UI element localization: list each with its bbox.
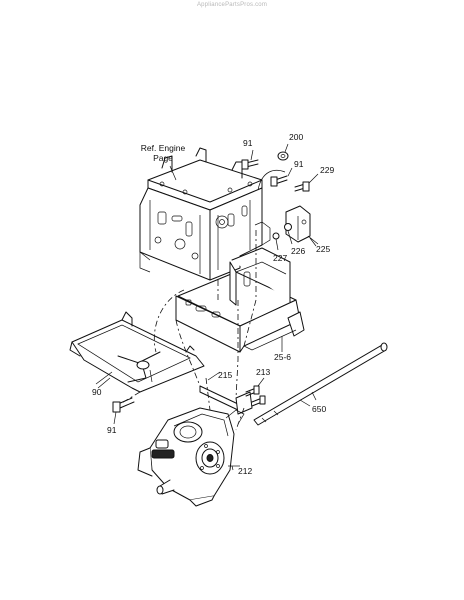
frame-25-6 [175,247,305,353]
bolt-91-upper [241,149,259,170]
label-650: 650 [312,404,327,414]
bolt-213 [245,377,266,407]
label-225: 225 [316,244,331,254]
label-ref-engine: Ref. Engine Page [135,143,191,163]
label-ref-engine-line1: Ref. Engine [140,143,186,153]
watermark: AppliancePartsPros.com [196,2,268,8]
washer-200 [277,143,289,161]
assembly-lines [119,230,257,431]
label-ref-engine-line2: Page [153,153,173,163]
rod-215 [199,371,253,415]
label-215: 215 [218,370,233,380]
nut-226 [284,223,293,245]
label-91-top: 91 [243,138,253,148]
label-200: 200 [289,132,304,142]
label-226: 226 [291,246,306,256]
bolt-229 [294,173,319,192]
nut-227 [272,232,280,251]
shaft-650 [253,342,388,426]
transmission-212 [137,407,245,507]
label-25-6: 25-6 [274,352,292,362]
label-90: 90 [92,387,102,397]
bracket-225 [285,205,319,245]
label-213: 213 [256,367,271,377]
cable [257,169,286,191]
bolt-91-mid [270,167,293,187]
label-212: 212 [238,466,253,476]
label-229: 229 [320,165,335,175]
label-91-bottom: 91 [107,425,117,435]
leader-lines [95,165,317,471]
label-91-mid: 91 [294,159,304,169]
plate-90 [69,311,205,393]
engine-frame [139,147,271,281]
label-227: 227 [273,253,288,263]
